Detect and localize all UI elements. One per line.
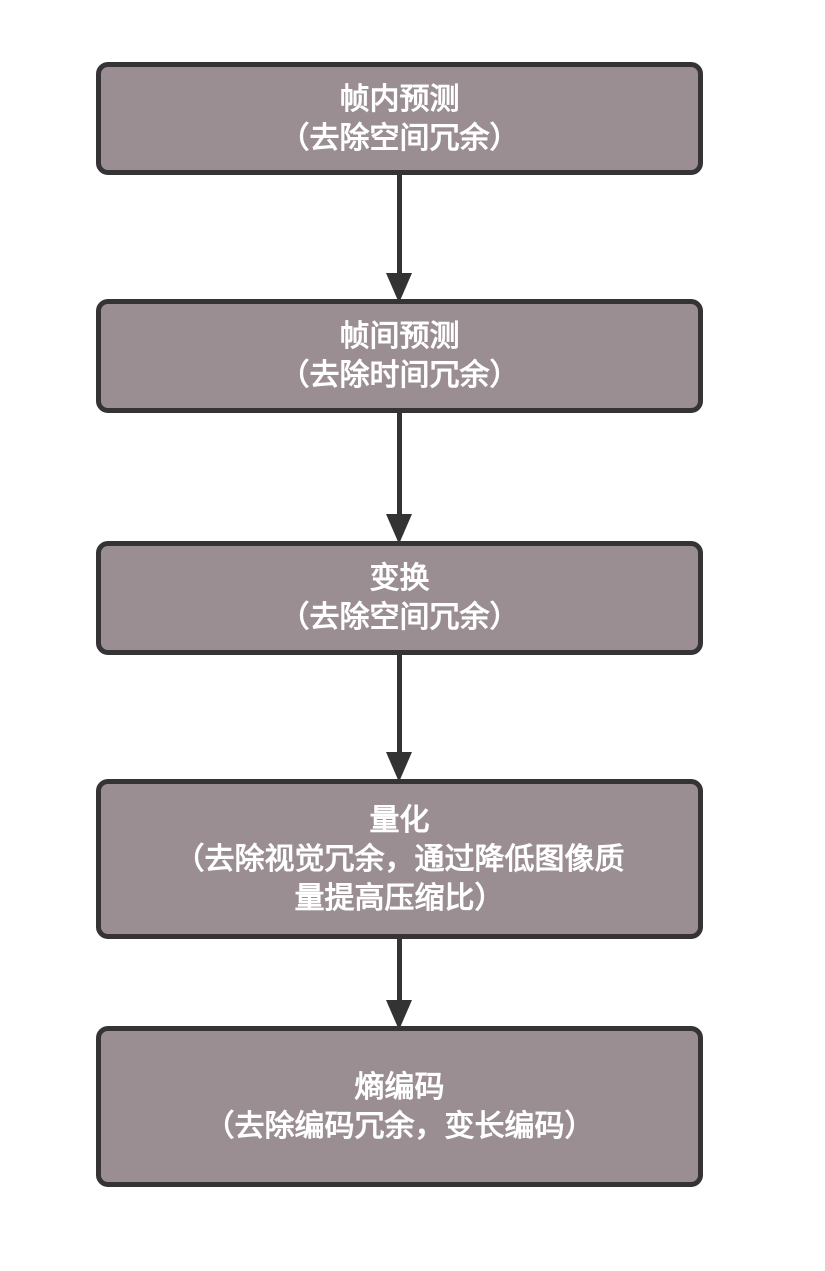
node-subtitle: （去除视觉冗余，通过降低图像质 量提高压缩比） — [174, 842, 625, 915]
flow-arrow-1 — [386, 175, 412, 303]
node-title: 熵编码 — [354, 1070, 445, 1104]
arrow-down-icon — [386, 752, 412, 782]
flow-arrow-2 — [386, 413, 412, 544]
node-title: 帧间预测 — [339, 320, 460, 353]
node-subtitle: （去除空间冗余） — [279, 121, 520, 155]
node-title: 量化 — [369, 803, 430, 837]
node-subtitle: （去除编码冗余，变长编码） — [204, 1109, 595, 1143]
node-subtitle: （去除时间冗余） — [279, 359, 520, 392]
arrow-line — [396, 655, 402, 752]
arrow-down-icon — [386, 1000, 412, 1030]
flow-node-quantization: 量化 （去除视觉冗余，通过降低图像质 量提高压缩比） — [96, 779, 703, 939]
flow-node-inter-prediction: 帧间预测 （去除时间冗余） — [96, 299, 703, 413]
flow-node-transform: 变换 （去除空间冗余） — [96, 541, 703, 655]
arrow-down-icon — [386, 514, 412, 544]
flow-node-entropy-coding: 熵编码 （去除编码冗余，变长编码） — [96, 1026, 703, 1187]
flow-arrow-4 — [386, 939, 412, 1030]
node-subtitle: （去除空间冗余） — [279, 601, 520, 634]
node-title: 帧内预测 — [339, 82, 460, 116]
arrow-line — [396, 413, 402, 514]
flow-node-intra-prediction: 帧内预测 （去除空间冗余） — [96, 62, 703, 175]
node-title: 变换 — [369, 562, 430, 595]
arrow-down-icon — [386, 273, 412, 303]
arrow-line — [396, 175, 402, 273]
arrow-line — [396, 939, 402, 1000]
flow-arrow-3 — [386, 655, 412, 782]
